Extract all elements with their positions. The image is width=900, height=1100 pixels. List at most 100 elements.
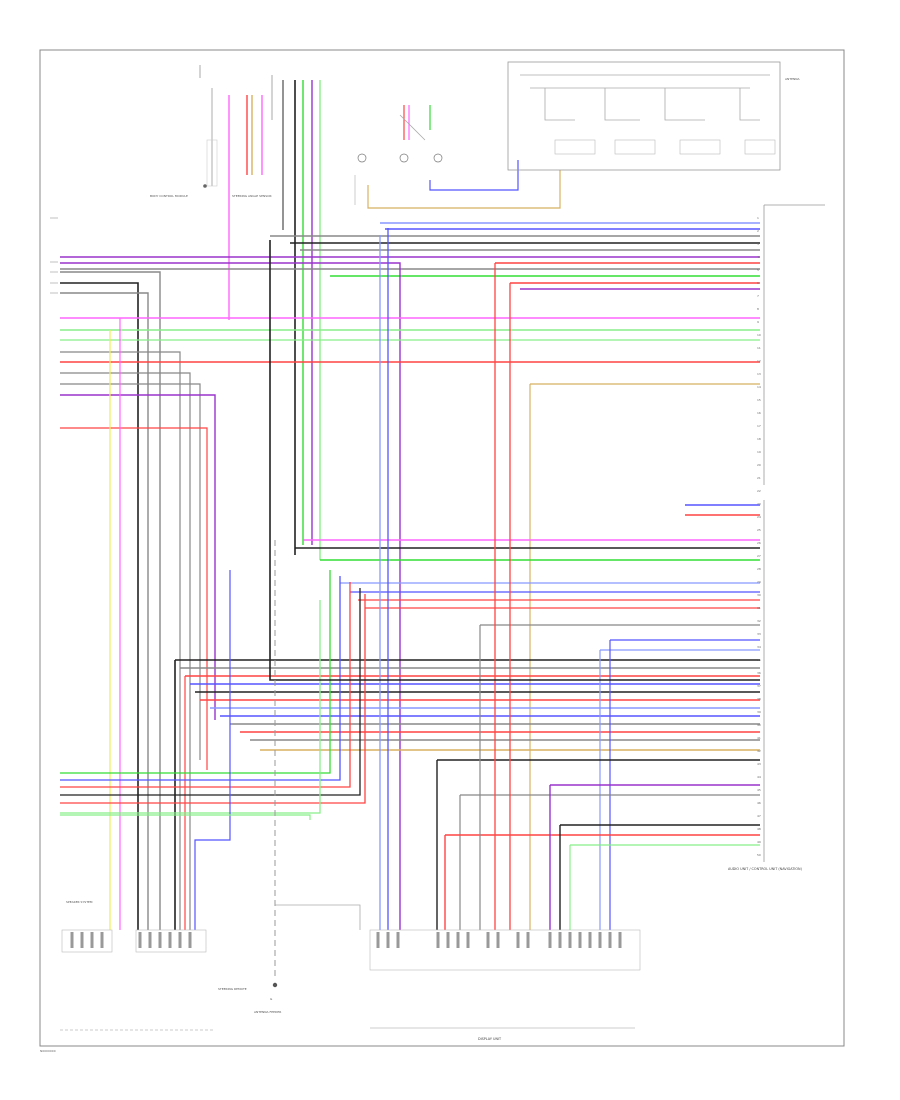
bottom-connectors: DISPLAY UNIT SPEAKER SYSTEM STEERING REM… — [60, 540, 641, 1041]
wire-purple-2 — [60, 394, 216, 720]
wire-gray-5 — [60, 383, 201, 760]
module-pin-number: 22 — [757, 489, 761, 493]
module-pin-number: 41 — [757, 736, 761, 740]
module-pin-number: 13 — [757, 372, 761, 376]
relay-box: ANTENNA — [507, 61, 801, 171]
module-pin-number: 33 — [757, 632, 761, 636]
connector-pin — [568, 932, 572, 948]
module-pin-number: 18 — [757, 437, 761, 441]
wire-black-loop — [269, 240, 760, 681]
connector-pin — [496, 932, 500, 948]
wire-red-2 — [60, 427, 208, 770]
module-pin-number: 8 — [757, 307, 759, 311]
module-pin-number: 40 — [757, 723, 761, 727]
module-pin-number: 39 — [757, 710, 761, 714]
connector-pin — [386, 932, 390, 948]
module-pin-number: 2 — [757, 229, 759, 233]
remote-caption: STEERING REMOTE — [218, 987, 247, 991]
wire-lgreen-bottom — [60, 814, 311, 820]
module-pin-number: 3 — [757, 242, 759, 246]
switch-cluster — [354, 105, 561, 209]
wire-harness: 1234567891011121314151617181920212223242… — [60, 216, 761, 948]
module-pin-number: 24 — [757, 515, 761, 519]
module-pin-number: 31 — [757, 606, 761, 610]
module-pin-number: 27 — [757, 554, 761, 558]
wire-bl-2 — [60, 582, 351, 788]
module-pin-number: 15 — [757, 398, 761, 402]
module-pin-number: 46 — [757, 801, 761, 805]
module-pin-number: 20 — [757, 463, 761, 467]
connector-pin — [376, 932, 380, 948]
module-pin-number: 14 — [757, 385, 761, 389]
wire-black-drop — [60, 282, 139, 930]
page-code: N0000000 — [40, 1049, 56, 1053]
top-left-feeds: BODY CONTROL MODULE STEERING ANGLE SENSO… — [150, 65, 321, 560]
ground-caption: G — [270, 997, 273, 1001]
module-pin-number: 11 — [757, 346, 761, 350]
module-pin-number: 23 — [757, 502, 761, 506]
wire-gray-4 — [60, 372, 191, 930]
module-pin-number: 38 — [757, 697, 761, 701]
module-pin-number: 47 — [757, 814, 761, 818]
wire-bl-0 — [60, 570, 331, 774]
connector-pin — [548, 932, 552, 948]
connector-pin — [90, 932, 94, 948]
wire-bl-3 — [60, 588, 361, 796]
connector-pin — [456, 932, 460, 948]
wire-gray-3 — [60, 351, 181, 930]
wire-bl-4 — [60, 594, 366, 804]
connector-pin — [70, 932, 74, 948]
module-pin-number: 45 — [757, 788, 761, 792]
diagram-frame — [39, 49, 845, 1047]
wire-gray-drop — [60, 271, 161, 930]
module-pin-number: 25 — [757, 528, 761, 532]
connector-pin — [526, 932, 530, 948]
module-pin-number: 50 — [757, 853, 761, 857]
module-pin-number: 4 — [757, 255, 759, 259]
module-pin-number: 17 — [757, 424, 761, 428]
connector-pin — [188, 932, 192, 948]
module-pin-number: 12 — [757, 359, 761, 363]
connector-pin — [486, 932, 490, 948]
connector-pin — [578, 932, 582, 948]
ant-feeder-caption: ANTENNA FEEDER — [254, 1010, 281, 1014]
module-pin-number: 42 — [757, 749, 761, 753]
wire-gray-drop-2 — [60, 292, 149, 930]
module-pin-number: 44 — [757, 775, 761, 779]
module-pin-number: 7 — [757, 294, 759, 298]
module-pin-number: 1 — [757, 216, 759, 220]
module-pin-number: 43 — [757, 762, 761, 766]
module-pin-number: 5 — [757, 268, 759, 272]
module-pin-number: 21 — [757, 476, 761, 480]
module-pin-number: 37 — [757, 684, 761, 688]
display-unit-caption: DISPLAY UNIT — [478, 1037, 502, 1041]
antenna-caption: ANTENNA — [785, 77, 801, 81]
connector-pin — [608, 932, 612, 948]
connector-pin — [558, 932, 562, 948]
module-pin-number: 29 — [757, 580, 761, 584]
connector-pin — [168, 932, 172, 948]
connector-pin — [588, 932, 592, 948]
connector-pin — [138, 932, 142, 948]
module-pin-number: 30 — [757, 593, 761, 597]
module-pin-number: 26 — [757, 541, 761, 545]
module-pin-number: 35 — [757, 658, 761, 662]
module-pin-number: 9 — [757, 320, 759, 324]
module-pin-number: 16 — [757, 411, 761, 415]
speaker-caption: SPEAKER SYSTEM — [66, 900, 93, 904]
connector-pin — [148, 932, 152, 948]
connector-pin — [598, 932, 602, 948]
module-pin-number: 48 — [757, 827, 761, 831]
wire-blue-remote — [194, 570, 231, 930]
connector-pin — [396, 932, 400, 948]
connector-pin — [618, 932, 622, 948]
left-caption-2: STEERING ANGLE SENSOR — [232, 194, 272, 198]
wire-bl-1 — [60, 576, 341, 781]
module-pin-number: 19 — [757, 450, 761, 454]
main-module: AUDIO UNIT / CONTROL UNIT (NAVIGATION) — [728, 204, 825, 871]
connector-pin — [80, 932, 84, 948]
module-pin-number: 28 — [757, 567, 761, 571]
connector-pin — [436, 932, 440, 948]
connector-pin — [516, 932, 520, 948]
